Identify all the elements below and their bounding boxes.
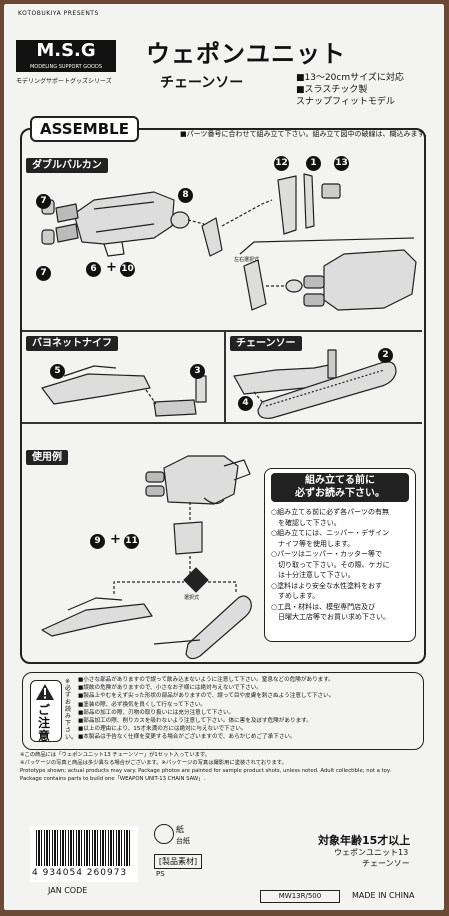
footnote-line: ※この商品には「ウェポンユニット13 チェーンソー」が1セット入っています。 xyxy=(20,752,210,758)
material-label: [製品素材] xyxy=(154,854,202,869)
part-number-8: 8 xyxy=(178,188,193,203)
section-double-vulcan: ダブルバルカン xyxy=(26,158,108,173)
brand-tagline: モデリングサポートグッズシリーズ xyxy=(16,78,112,85)
spec-line: スナップフィットモデル xyxy=(296,97,395,107)
recycle-icon xyxy=(154,824,174,844)
brand-logo: M.S.G xyxy=(16,40,116,62)
caution-item: ■部品の加工の際、刃物の取り扱いには充分注意して下さい。 xyxy=(78,709,235,716)
choice-label: 選択式 xyxy=(184,595,200,601)
spec-line: ■スラスチック製 xyxy=(296,85,368,95)
section-chainsaw: チェーンソー xyxy=(230,336,302,351)
read-first-item: すめします。 xyxy=(271,592,320,600)
part-number-11: 11 xyxy=(124,534,139,549)
plus-sign: + xyxy=(110,532,121,547)
read-first-item: ○工具・材料は、模型専門店及び xyxy=(271,602,376,611)
paper-mark: 紙 xyxy=(176,825,184,834)
spec-line: ■13〜20cmサイズに対応 xyxy=(296,73,404,83)
caution-item: ■製品上やむをえず尖った形状の部品がありますので、誤って目や皮膚を刺さぬよう注意… xyxy=(78,693,335,700)
read-first-item: ○パーツはニッパー・カッター等で xyxy=(271,550,382,558)
usage-weapon-drawing xyxy=(113,455,251,594)
caution-vertical-note: ※必ずお読み下さい。 xyxy=(65,678,78,741)
read-first-item: は十分注意して下さい。 xyxy=(271,571,355,579)
read-first-item: ○組み立てる前に必ず各パーツの有無 xyxy=(271,508,389,516)
bayonet-drawing xyxy=(41,365,207,417)
part-number-1: 1 xyxy=(306,156,321,171)
product-line-name: ウェポンユニット13 xyxy=(334,848,409,857)
brand-subline: MODELING SUPPORT GOODS xyxy=(16,62,116,72)
part-number-2: 2 xyxy=(378,348,393,363)
read-first-heading-line: 組み立てる前に xyxy=(305,475,375,486)
read-first-item: 日曜大工店等でお買い求め下さい。 xyxy=(271,613,390,621)
part-number-4: 4 xyxy=(238,396,253,411)
section-divider xyxy=(22,330,422,332)
assembly-illustrations xyxy=(41,173,417,660)
part-number-12: 12 xyxy=(274,156,289,171)
part-number-6: 6 xyxy=(86,262,101,277)
section-bayonet: バヨネットナイフ xyxy=(26,336,118,351)
usage-knife-drawing xyxy=(41,597,153,637)
caution-item: ■本製品は予告なく仕様を変更する場合がございますので、あらかじめご了承下さい。 xyxy=(78,734,296,741)
assembled-vulcan-drawing xyxy=(239,237,417,311)
assemble-badge: ASSEMBLE xyxy=(30,116,139,142)
read-first-item: ○組み立てには、ニッパー・デザイン xyxy=(271,529,390,537)
plus-sign: + xyxy=(106,260,117,275)
part-number-7: 7 xyxy=(36,194,51,209)
caution-item: ■小さな部品がありますので誤って飲み込まないように注意して下さい。窒息などの危険… xyxy=(78,677,334,683)
brand-presents: KOTOBUKIYA PRESENTS xyxy=(18,10,99,17)
read-first-heading-line: 必ずお読み下さい。 xyxy=(295,488,385,499)
caution-item: ■塗装の際、必ず換気を良くして行なって下さい。 xyxy=(78,701,206,708)
read-first-list: ○組み立てる前に必ず各パーツの有無 を確認して下さい。 ○組み立てには、ニッパー… xyxy=(271,507,411,623)
warning-icon xyxy=(36,684,54,700)
product-specs: ■13〜20cmサイズに対応 ■スラスチック製 スナップフィットモデル xyxy=(296,72,444,108)
barcode-bars xyxy=(36,830,132,866)
section-usage: 使用例 xyxy=(26,450,68,465)
usage-chainsaw-drawing xyxy=(153,595,252,660)
section-divider xyxy=(22,422,422,424)
part-number-5: 5 xyxy=(50,364,65,379)
product-title: ウェポンユニット xyxy=(146,40,346,68)
caution-list: ■小さな部品がありますので誤って飲み込まないように注意して下さい。窒息などの危険… xyxy=(78,676,418,742)
read-first-item: ○塗料はより安全な水性塗料をおす xyxy=(271,581,382,590)
product-line-subname: チェーンソー xyxy=(362,859,410,868)
package-card: KOTOBUKIYA PRESENTS M.S.G MODELING SUPPO… xyxy=(4,4,444,910)
caution-frame xyxy=(22,672,424,750)
part-number-10: 10 xyxy=(120,262,135,277)
age-rating: 対象年齢15才以上 xyxy=(318,834,411,847)
connector-drawing xyxy=(170,199,273,257)
part-number-3: 3 xyxy=(190,364,205,379)
part-number-7: 7 xyxy=(36,266,51,281)
choice-label-lr: 左右選択式 xyxy=(234,257,260,263)
made-in: MADE IN CHINA xyxy=(352,891,415,900)
read-first-heading: 組み立てる前に 必ずお読み下さい。 xyxy=(271,473,409,502)
assemble-note: ■パーツ番号に合わせて組み立て下さい。組み立て図中の破線は、糊込みます。 xyxy=(180,130,431,138)
caution-item: ■誤飲の危険がありますので、小さなお子様には絶対与えないで下さい。 xyxy=(78,685,262,692)
product-subtitle: チェーンソー xyxy=(160,75,244,91)
read-first-item: を確認して下さい。 xyxy=(271,518,341,527)
barcode-number: 4 934054 260973 xyxy=(32,868,128,878)
model-code: MW13R/500 xyxy=(260,890,340,903)
footnote-line: Prototype shown; actual products may var… xyxy=(20,768,391,774)
assemble-frame xyxy=(20,128,426,664)
material-value: PS xyxy=(156,870,165,878)
read-first-item: 切り取って下さい。その際、ケガに xyxy=(271,560,390,569)
footnote-line: ※パッケージの写真と商品は多少異なる場合がございます。※パッケージの写真は撮影用… xyxy=(20,760,287,766)
jan-code-label: JAN CODE xyxy=(48,886,88,895)
paper-text: 台紙 xyxy=(176,837,190,845)
part-number-13: 13 xyxy=(334,156,349,171)
caution-label: ご注意 xyxy=(38,703,51,743)
caution-item: ■部品加工の際、削りカスを吸わないよう注意して下さい。体に害を及ぼす危険がありま… xyxy=(78,718,312,725)
part-number-9: 9 xyxy=(90,534,105,549)
section-divider xyxy=(224,330,226,422)
chainsaw-drawing xyxy=(233,349,397,419)
footnote-line: Package contains parts to build one「WEAP… xyxy=(20,776,206,782)
barcode: 4 934054 260973 xyxy=(30,826,138,882)
read-first-item: ナイフ等を使用します。 xyxy=(271,539,355,548)
grip-assembly-drawing xyxy=(277,173,341,235)
read-first-box: 組み立てる前に 必ずお読み下さい。 ○組み立てる前に必ず各パーツの有無 を確認し… xyxy=(264,468,416,642)
caution-item: ■以上の理由により、15才未満の方には絶対に与えないで下さい。 xyxy=(78,726,247,733)
